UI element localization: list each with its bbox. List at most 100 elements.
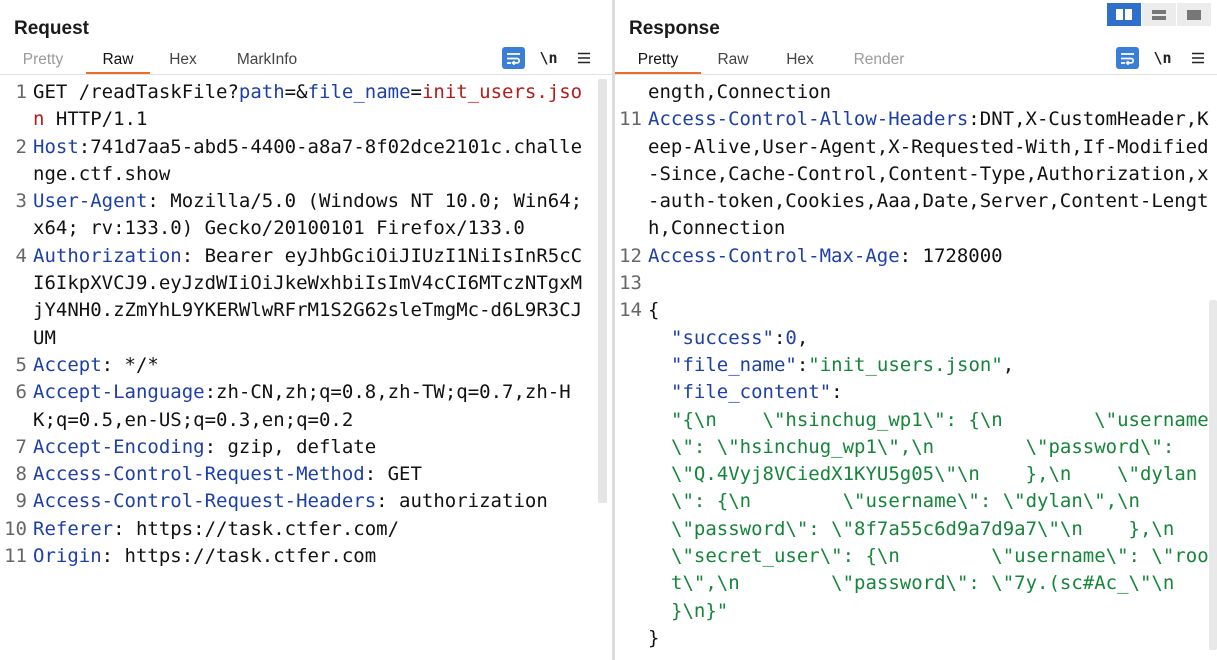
- response-tab-separator: [615, 74, 1217, 75]
- code-token: : https://task.ctfer.com: [101, 545, 377, 568]
- line-content: Host:741d7aa5-abd5-4400-a8a7-8f02dce2101…: [33, 134, 592, 189]
- request-show-newlines-button[interactable]: \n: [539, 49, 558, 67]
- response-tabs: Pretty Raw Hex Render: [615, 48, 923, 74]
- code-token: DNT,X-CustomHeader,Keep-Alive,User-Agent…: [648, 108, 1209, 240]
- code-token: "{\n \"hsinchug_wp1\": {\n \"username\":…: [671, 408, 1209, 622]
- code-token: Authorization: [33, 244, 182, 267]
- code-token: : GET: [364, 463, 422, 486]
- line-number: [615, 325, 648, 352]
- code-token: :: [796, 353, 809, 376]
- code-token: ,: [796, 326, 809, 349]
- code-token: }: [648, 626, 660, 649]
- code-token: =: [410, 81, 422, 103]
- code-token: 0: [785, 326, 797, 349]
- code-line: "{\n \"hsinchug_wp1\": {\n \"username\":…: [615, 407, 1209, 625]
- request-tab-markinfo[interactable]: MarkInfo: [236, 51, 298, 68]
- response-tab-raw[interactable]: Raw: [717, 51, 749, 68]
- code-token: {: [648, 299, 660, 322]
- request-toolbar: \n: [502, 47, 607, 69]
- line-number: 3: [15, 190, 27, 213]
- code-token: 741d7aa5-abd5-4400-a8a7-8f02dce2101c.cha…: [33, 135, 583, 185]
- code-token: init_users.json: [33, 81, 583, 131]
- request-scrollbar[interactable]: [598, 79, 607, 503]
- line-content: Accept-Encoding: gzip, deflate: [33, 434, 592, 461]
- response-tab-pretty[interactable]: Pretty: [615, 48, 701, 74]
- code-token: :: [831, 381, 843, 404]
- line-content: Referer: https://task.ctfer.com/: [33, 516, 592, 543]
- code-line: 13: [615, 270, 1209, 297]
- code-token: : gzip, deflate: [204, 435, 377, 458]
- code-token: : Mozilla/5.0 (Windows NT 10.0; Win64; x…: [33, 190, 583, 240]
- line-number: 11: [4, 545, 27, 568]
- code-token: Host: [33, 135, 79, 158]
- side-by-side-layout-icon[interactable]: [1107, 3, 1141, 26]
- response-tab-hex[interactable]: Hex: [786, 51, 814, 68]
- line-content: Authorization: Bearer eyJhbGciOiJIUzI1Ni…: [33, 243, 592, 352]
- request-wrap-lines-icon[interactable]: [502, 47, 525, 69]
- code-line: 8 Access-Control-Request-Method: GET: [0, 461, 592, 488]
- code-line: "file_content":: [615, 379, 1209, 406]
- line-content: [648, 270, 1209, 297]
- code-line: 9 Access-Control-Request-Headers: authori…: [0, 488, 592, 515]
- line-content: Accept: */*: [33, 352, 592, 379]
- request-menu-icon[interactable]: [572, 47, 595, 69]
- pane-divider[interactable]: [612, 0, 615, 660]
- line-number: 2: [15, 135, 27, 158]
- code-line: ength,Connection: [615, 79, 1209, 106]
- code-token: path: [238, 81, 285, 103]
- stacked-layout-icon[interactable]: [1142, 3, 1176, 26]
- response-tab-render[interactable]: Render: [853, 51, 905, 68]
- code-token: file_name: [307, 81, 411, 103]
- line-number: 5: [15, 353, 27, 376]
- line-content: ength,Connection: [648, 79, 1209, 106]
- code-token: Access-Control-Request-Method: [33, 463, 365, 486]
- line-number: 1: [15, 81, 27, 103]
- request-tab-hex[interactable]: Hex: [169, 51, 197, 68]
- code-token: "file_content": [671, 381, 832, 404]
- line-content: Access-Control-Request-Headers: authoriz…: [33, 488, 592, 515]
- response-pane: Response Pretty Raw Hex Render \n ength,…: [615, 0, 1217, 660]
- code-token: Access-Control-Allow-Headers: [648, 108, 969, 131]
- code-token: "init_users.json": [808, 353, 1003, 376]
- line-content: Access-Control-Allow-Headers:DNT,X-Custo…: [648, 106, 1209, 242]
- line-number: 9: [15, 490, 27, 513]
- line-content: "file_name":"init_users.json",: [648, 352, 1209, 379]
- code-line: "file_name":"init_users.json",: [615, 352, 1209, 379]
- request-tab-raw[interactable]: Raw: [86, 48, 150, 74]
- code-token: Origin: [33, 545, 102, 568]
- response-scrollbar[interactable]: [1209, 300, 1217, 650]
- code-token: Accept-Language: [33, 381, 205, 404]
- line-number: 12: [619, 244, 642, 267]
- code-token: :: [204, 381, 217, 404]
- code-token: "success": [671, 326, 774, 349]
- line-number: 13: [619, 272, 642, 295]
- request-tabs: Pretty Raw Hex MarkInfo: [0, 48, 318, 74]
- code-line: 2 Host:741d7aa5-abd5-4400-a8a7-8f02dce210…: [0, 134, 592, 189]
- code-line: "success":0,: [615, 325, 1209, 352]
- code-token: : authorization: [376, 490, 548, 513]
- response-title: Response: [629, 18, 720, 39]
- line-number: [615, 407, 648, 625]
- single-pane-layout-icon[interactable]: [1177, 3, 1211, 26]
- request-tab-pretty[interactable]: Pretty: [22, 51, 64, 68]
- code-token: Access-Control-Request-Headers: [33, 490, 377, 513]
- response-wrap-lines-icon[interactable]: [1116, 47, 1139, 69]
- response-show-newlines-button[interactable]: \n: [1153, 49, 1172, 67]
- response-menu-icon[interactable]: [1186, 47, 1209, 69]
- code-token: User-Agent: [33, 190, 148, 213]
- line-number: 8: [15, 463, 27, 486]
- code-token: Accept-Encoding: [33, 435, 205, 458]
- request-tab-separator: [0, 74, 612, 75]
- code-token: ,: [1002, 353, 1015, 376]
- code-token: :: [78, 135, 91, 158]
- line-number: [615, 79, 648, 106]
- code-token: :: [968, 108, 980, 131]
- line-content: {: [648, 297, 1209, 324]
- line-content: "success":0,: [648, 325, 1209, 352]
